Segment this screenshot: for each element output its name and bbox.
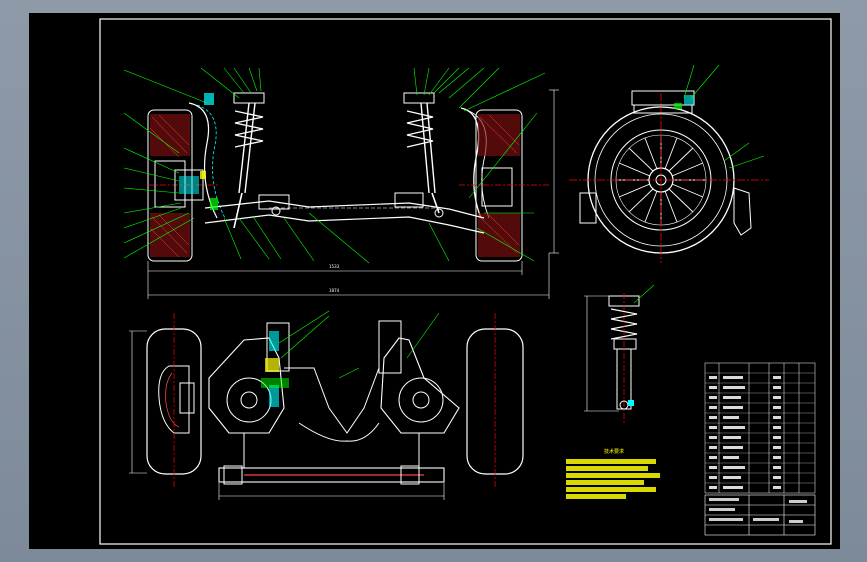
svg-text:1874: 1874 (329, 288, 340, 293)
notes-title: 技术要求 (604, 448, 624, 455)
front-dimensions (147, 89, 559, 299)
bill-of-materials (704, 362, 816, 494)
technical-notes: 技术要求 (566, 448, 660, 499)
title-block (704, 494, 816, 536)
svg-text:1533: 1533 (329, 264, 340, 269)
strut-detail (584, 284, 655, 423)
title-block-marks (709, 498, 807, 523)
drawing-border (99, 18, 832, 545)
drawing-sheet: 1533 1874 (29, 13, 840, 549)
bom-text-marks (709, 376, 781, 489)
left-coil-spring (233, 92, 265, 229)
right-coil-spring (403, 92, 440, 214)
plan-view (129, 310, 524, 500)
part-leaders-front (123, 67, 546, 264)
right-wheel-front-view (459, 109, 549, 262)
left-wheel-front-view (147, 109, 219, 262)
subframe-crossmember (204, 192, 485, 234)
bom-rows (705, 372, 815, 484)
cad-drawing: 1533 1874 (99, 18, 832, 545)
wheel-side-view (569, 64, 769, 263)
front-elevation: 1533 1874 (123, 67, 559, 299)
